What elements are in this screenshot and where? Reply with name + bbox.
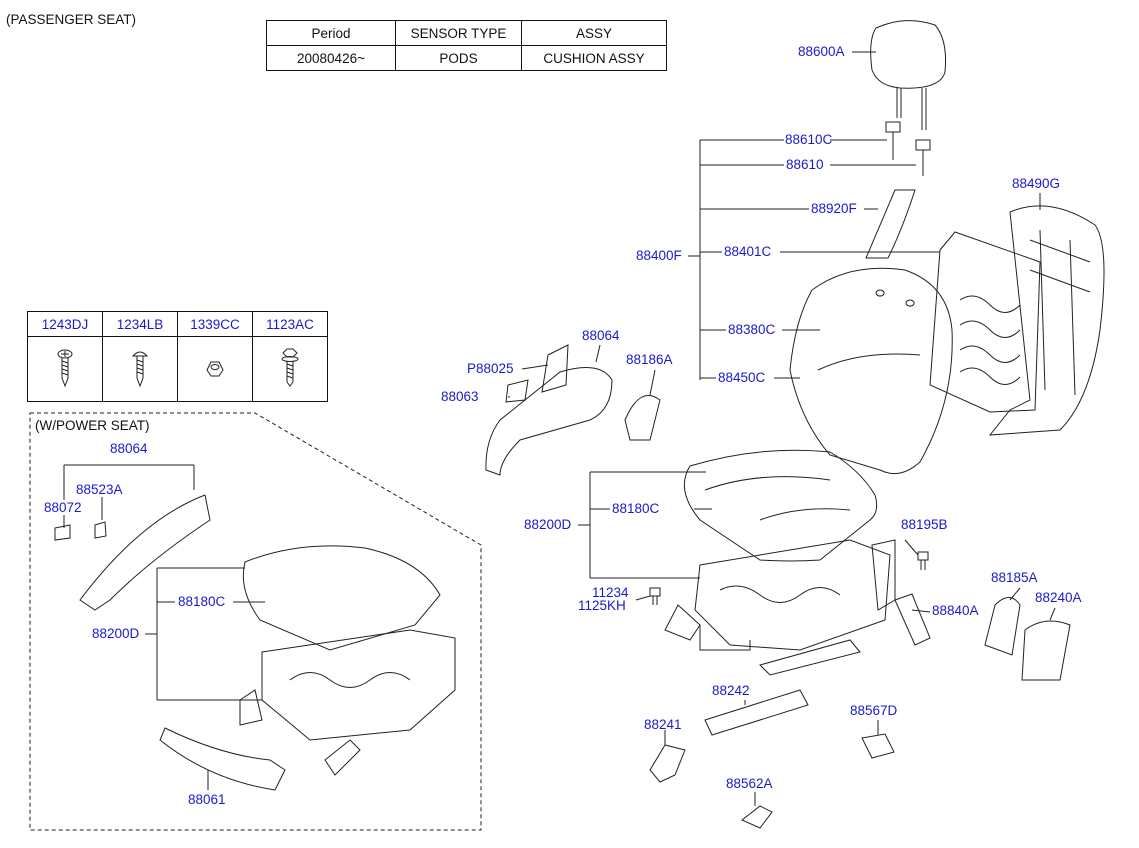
power-seat-frame [261,629,456,741]
fastener-code-1243dj[interactable]: 1243DJ [27,311,103,337]
recliner-mechanism [871,539,896,611]
cover-88562a [741,805,773,829]
shield-88185a [984,597,1021,656]
power-seat-title: (W/POWER SEAT) [35,418,150,433]
fastener-table: 1243DJ 1234LB 1339CC 1123AC [27,311,328,402]
bolt-icon [281,348,299,387]
label-88400f[interactable]: 88400F [636,248,682,263]
label-88610[interactable]: 88610 [786,157,824,172]
spec-header-assy: ASSY [521,20,667,46]
seat-cushion-frame [694,539,891,651]
label-88920f[interactable]: 88920F [811,201,857,216]
fastener-icon-cell [252,336,328,402]
label-88610c[interactable]: 88610C [785,132,833,147]
label-88567d[interactable]: 88567D [850,703,898,718]
power-seat-cushion [242,545,441,651]
label-p88025[interactable]: P88025 [467,361,514,376]
fastener-code-1234lb[interactable]: 1234LB [102,311,178,337]
spec-cell-sensor-type: PODS [395,45,522,71]
headrest [870,20,946,89]
label-88064[interactable]: 88064 [582,328,620,343]
seat-belt-buckle [894,593,931,646]
part-88523a [94,521,107,539]
bolt-88195b [917,551,929,570]
seat-back-frame [929,231,1041,413]
spec-cell-assy: CUSHION ASSY [521,45,667,71]
seat-back-cushion [789,267,953,475]
trim-88061 [159,727,286,791]
fastener-code-1123ac[interactable]: 1123AC [252,311,328,337]
side-shield-88064 [485,367,613,476]
guide-88610 [915,139,931,151]
label-88186a[interactable]: 88186A [626,352,673,367]
spec-header-sensor-type: SENSOR TYPE [395,20,522,46]
spec-table: Period SENSOR TYPE ASSY 20080426~ PODS C… [266,20,667,71]
part-p88025 [541,344,569,393]
seat-back-cover-rear [988,205,1105,436]
label-88200d[interactable]: 88200D [524,517,572,532]
label-88840a[interactable]: 88840A [932,603,979,618]
label-88242[interactable]: 88242 [712,683,750,698]
power-seat-side-shield [79,494,211,611]
power-seat-track [239,689,361,776]
label-88241[interactable]: 88241 [644,717,682,732]
label-88063[interactable]: 88063 [441,389,479,404]
label-88600a[interactable]: 88600A [798,44,845,59]
label-power-88200d[interactable]: 88200D [92,626,140,641]
fastener-icon-cell [27,336,103,402]
fastener-icon-cell [177,336,253,402]
spec-cell-period: 20080426~ [266,45,396,71]
part-88186a [624,395,661,441]
nut-icon [206,361,224,376]
label-11234[interactable]: 11234 [592,585,629,600]
fastener-icon-cell [102,336,178,402]
label-88072[interactable]: 88072 [44,500,82,515]
label-88185a[interactable]: 88185A [991,570,1038,585]
screw-icon [57,349,73,387]
seat-track [664,604,861,676]
label-88450c[interactable]: 88450C [718,370,766,385]
label-88240a[interactable]: 88240A [1035,590,1082,605]
page-title: (PASSENGER SEAT) [6,12,137,27]
part-88063 [505,379,529,403]
label-1125kh[interactable]: 1125KH [578,598,626,613]
label-88380c[interactable]: 88380C [728,322,776,337]
label-88562a[interactable]: 88562A [726,776,773,791]
cover-88242 [704,689,809,736]
label-power-88064[interactable]: 88064 [110,441,148,456]
label-88195b[interactable]: 88195B [901,517,948,532]
side-airbag-module [865,189,916,259]
label-88180c[interactable]: 88180C [612,501,660,516]
bolt-11234 [649,587,661,605]
label-power-88180c[interactable]: 88180C [178,594,226,609]
spec-header-period: Period [266,20,396,46]
guide-88610c [885,121,901,133]
tapping-screw-icon [131,351,149,387]
cover-88241 [649,744,686,783]
label-88523a[interactable]: 88523A [76,482,123,497]
label-88061[interactable]: 88061 [188,792,226,807]
shield-88240a [1021,620,1071,681]
part-88072 [54,524,71,541]
power-seat-boundary [29,412,482,831]
cover-88567d [861,733,895,759]
label-88490g[interactable]: 88490G [1012,176,1061,191]
label-88401c[interactable]: 88401C [724,244,772,259]
seat-cushion [683,449,878,562]
